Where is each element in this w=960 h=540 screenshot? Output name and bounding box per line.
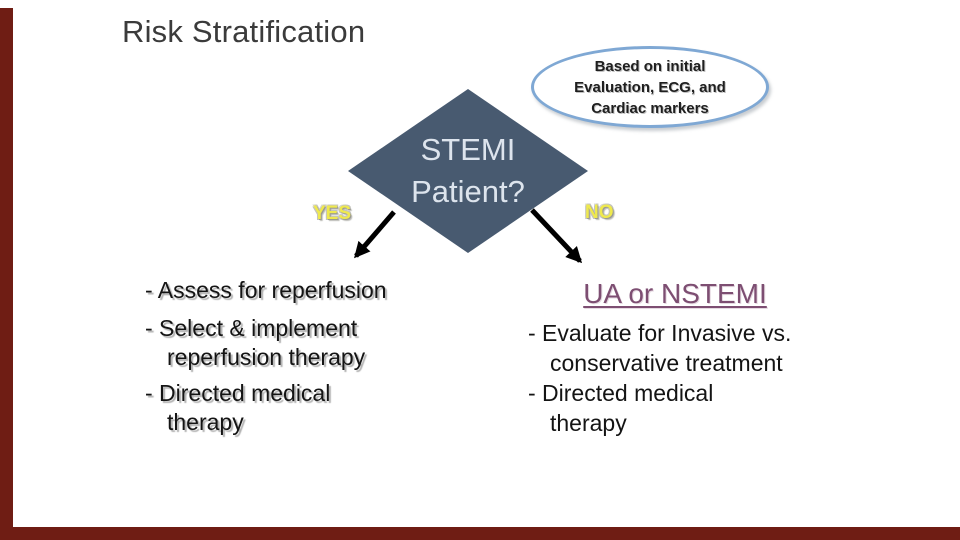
- accent-bar-bottom: [0, 527, 960, 540]
- yes-outcome-line: - Directed medical: [145, 380, 331, 406]
- no-outcome-line: - Evaluate for Invasive vs.: [528, 320, 792, 346]
- yes-outcome-line: - Assess for reperfusion: [145, 277, 387, 303]
- callout-line-2: Evaluation, ECG, and: [574, 78, 726, 96]
- slide-title: Risk Stratification: [122, 14, 366, 49]
- no-outcomes-heading: UA or NSTEMI: [583, 278, 767, 309]
- yes-outcomes-list: - Assess for reperfusion - Select & impl…: [145, 276, 465, 437]
- accent-bar-left: [0, 8, 13, 540]
- decision-line-1: STEMI: [420, 132, 516, 167]
- decision-line-2: Patient?: [411, 174, 525, 209]
- no-outcome-line: - Directed medical: [528, 380, 714, 406]
- no-outcomes-list: - Evaluate for Invasive vs. conservative…: [528, 318, 868, 438]
- yes-outcome-line: - Select & implement: [145, 315, 358, 341]
- no-outcome-line: conservative treatment: [550, 350, 783, 376]
- yes-arrow: [354, 210, 396, 259]
- no-outcome-line: therapy: [550, 410, 627, 436]
- yes-outcome-line: reperfusion therapy: [167, 344, 366, 370]
- yes-outcome-line: therapy: [167, 409, 244, 435]
- no-label: NO: [585, 202, 614, 223]
- callout-line-3: Cardiac markers: [591, 99, 709, 117]
- callout-line-1: Based on initial: [594, 57, 706, 75]
- yes-label: YES: [313, 203, 352, 224]
- no-arrow: [530, 208, 583, 264]
- callout-ellipse: Based on initial Evaluation, ECG, and Ca…: [531, 46, 769, 128]
